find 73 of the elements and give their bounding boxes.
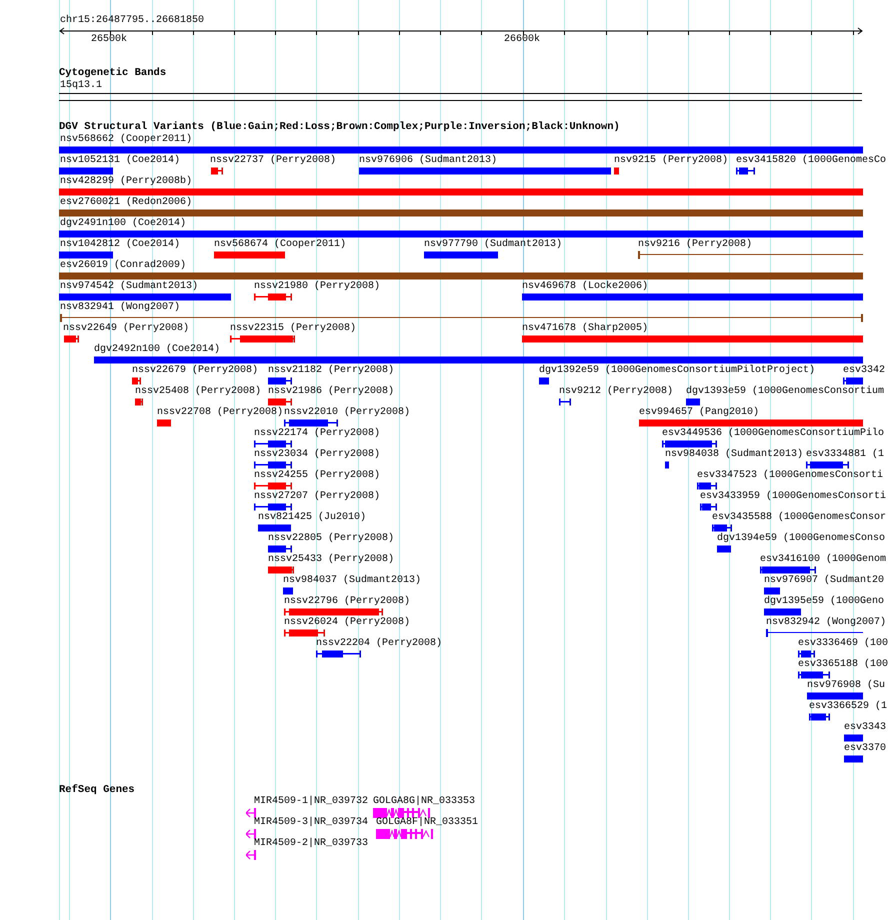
variant-label: esv26019 (Conrad2009) [60, 260, 186, 272]
variant-label: dgv2492n100 (Coe2014) [94, 344, 220, 356]
variant-label: nssv22315 (Perry2008) [230, 323, 356, 335]
variant-label: nsv974542 (Sudmant2013) [60, 281, 198, 293]
variant-label: esv3342 [843, 365, 886, 377]
variant-label: esv3415820 (1000GenomesCo [736, 155, 886, 167]
variant-label: nsv832942 (Wong2007) [766, 617, 886, 629]
band-label: 15q13.1 [60, 80, 102, 92]
variant-label: dgv1394e59 (1000GenomesConso [717, 533, 886, 545]
variant-label: dgv1395e59 (1000Geno [764, 596, 884, 608]
gene-label: GOLGA8G|NR_033353 [373, 796, 476, 808]
tick-label: 26600k [504, 34, 540, 46]
tick-label: 26500k [91, 34, 128, 46]
variant-label: esv3336469 (100 [798, 638, 888, 650]
variant-label: nsv9215 (Perry2008) [614, 155, 728, 167]
gene-label: MIR4509-2|NR_039733 [254, 838, 368, 850]
variant-label: nssv26024 (Perry2008) [284, 617, 410, 629]
variant-label: nsv821425 (Ju2010) [258, 512, 366, 524]
variant-label: nsv428299 (Perry2008b) [60, 176, 192, 188]
track-title: DGV Structural Variants (Blue:Gain;Red:Loss;Brown:Complex;Purple:Inversion;Black:Unknown) [59, 121, 620, 133]
variant-label: nsv1052131 (Coe2014) [60, 155, 180, 167]
variant-label: esv3347523 (1000GenomesConsorti [697, 470, 884, 482]
variant-label: nsv568662 (Cooper2011) [60, 134, 192, 146]
variant-label: nssv21182 (Perry2008) [268, 365, 394, 377]
variant-label: nsv469678 (Locke2006) [522, 281, 648, 293]
variant-label: esv3433959 (1000GenomesConsorti [700, 491, 886, 503]
variant-label: nsv9216 (Perry2008) [638, 239, 752, 251]
variant-label: nssv22796 (Perry2008) [284, 596, 410, 608]
variant-label: nsv984038 (Sudmant2013) [665, 449, 804, 461]
variant-label: nssv22805 (Perry2008) [268, 533, 394, 545]
variant-label: nssv21980 (Perry2008) [254, 281, 380, 293]
variant-label: nssv25408 (Perry2008) [135, 386, 262, 398]
variant-label: nsv832941 (Wong2007) [60, 302, 180, 314]
track-title: Cytogenetic Bands [59, 67, 166, 79]
variant-label: esv994657 (Pang2010) [639, 407, 760, 419]
variant-label: nsv568674 (Cooper2011) [214, 239, 346, 251]
variant-label: nssv27207 (Perry2008) [254, 491, 380, 503]
variant-label: esv3416100 (1000Genom [760, 554, 886, 566]
gene-label: MIR4509-3|NR_039734 [254, 817, 368, 829]
variant-label: nsv976908 (Su [807, 680, 886, 692]
variant-label: nssv23034 (Perry2008) [254, 449, 380, 461]
coordinate-range: chr15:26487795..26681850 [60, 15, 204, 27]
variant-label: esv2760021 (Redon2006) [60, 197, 192, 209]
variant-label: nssv24255 (Perry2008) [254, 470, 380, 482]
variant-label: nssv22174 (Perry2008) [254, 428, 380, 440]
variant-label: nsv976906 (Sudmant2013) [359, 155, 498, 167]
variant-label: nsv471678 (Sharp2005) [522, 323, 648, 335]
variant-label: nssv22010 (Perry2008) [284, 407, 410, 419]
variant-label: nsv984037 (Sudmant2013) [283, 575, 422, 587]
variant-label: esv3366529 (1 [809, 701, 888, 713]
track-title: RefSeq Genes [59, 784, 135, 796]
variant-label: esv3365188 (100 [798, 659, 888, 671]
gene-label: MIR4509-1|NR_039732 [254, 796, 368, 808]
variant-label: nssv22204 (Perry2008) [316, 638, 442, 650]
variant-label: dgv1393e59 (1000GenomesConsortium [686, 386, 884, 398]
variant-label: nsv9212 (Perry2008) [559, 386, 674, 398]
variant-label: nssv22737 (Perry2008) [210, 155, 336, 167]
variant-label: nssv22708 (Perry2008) [157, 407, 284, 419]
variant-label: dgv2491n100 (Coe2014) [60, 218, 186, 230]
variant-label: nssv25433 (Perry2008) [268, 554, 394, 566]
variant-label: esv3370 [844, 743, 886, 755]
variant-label: esv3435588 (1000GenomesConsor [712, 512, 886, 524]
variant-label: nssv22679 (Perry2008) [132, 365, 258, 377]
variant-label: dgv1392e59 (1000GenomesConsortiumPilotProject) [539, 365, 816, 377]
variant-label: nssv22649 (Perry2008) [63, 323, 190, 335]
variant-label: nssv21986 (Perry2008) [268, 386, 394, 398]
variant-label: nsv977790 (Sudmant2013) [424, 239, 562, 251]
variant-label: nsv976907 (Sudmant20 [764, 575, 884, 587]
variant-label: esv3343 [844, 722, 886, 734]
variant-label: nsv1042812 (Coe2014) [60, 239, 180, 251]
variant-label: esv3334881 (1 [806, 449, 884, 461]
gene-label: GOLGA8F|NR_033351 [376, 817, 478, 829]
variant-label: esv3449536 (1000GenomesConsortiumPilo [662, 428, 884, 440]
